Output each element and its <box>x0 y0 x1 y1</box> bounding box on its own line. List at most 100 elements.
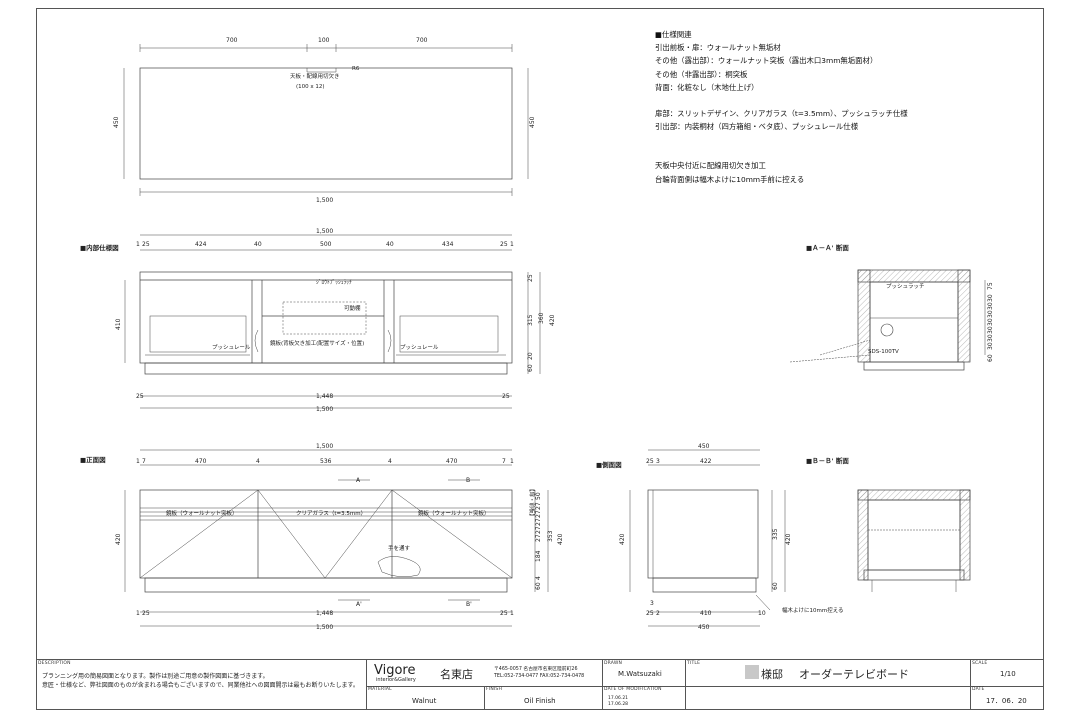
side-dim-1: 3 <box>656 458 660 465</box>
interior-bottom-1: 1,448 <box>316 393 333 400</box>
drawn-label: DRAWN <box>604 661 623 666</box>
front-stack-5: 27 <box>535 534 542 542</box>
section-a-dim-0: 75 <box>987 282 994 290</box>
drawn-cell: DRAWN M.Watsuzaki <box>602 660 685 686</box>
interior-dim-5: 434 <box>442 241 454 248</box>
side-dim-2: 422 <box>700 458 712 465</box>
plan-height-left: 450 <box>113 116 120 128</box>
front-bottom-edge-left: 1 <box>136 610 140 617</box>
front-marker-a: A <box>356 477 361 484</box>
section-a-view <box>789 269 986 371</box>
spec-line-3-1: 天板中央付近に配線用切欠き加工 <box>655 161 766 171</box>
finish-label: FINISH <box>486 687 503 692</box>
side-right-0: 335 <box>772 528 779 540</box>
interior-right-edge: 1 <box>510 241 514 248</box>
front-left-edge: 1 <box>136 458 140 465</box>
scale-cell: SCALE 1/10 <box>970 660 1044 686</box>
front-panel-left: 鏡板（ウォールナット突板） <box>166 509 238 517</box>
spec-title: ■仕様関連 <box>655 30 692 39</box>
company-address: 〒465-0057 名古屋市名東区陸前町26 <box>494 667 578 672</box>
interior-rail-left: プッシュレール <box>212 344 251 351</box>
front-dim-0: 7 <box>142 458 146 465</box>
interior-right-total: 420 <box>549 314 556 326</box>
side-total-top: 450 <box>698 443 710 450</box>
section-a-part: SDS-100TV <box>868 349 899 355</box>
section-a-dim-5: 30 <box>987 326 994 334</box>
front-right-total: 420 <box>557 533 564 545</box>
plan-view <box>123 44 529 196</box>
interior-dim-6: 25 <box>500 241 508 248</box>
interior-movable-shelf: 可動棚 <box>344 304 361 312</box>
title-cell: TITLE 様邸 オーダーテレビボード <box>685 660 970 686</box>
interior-push-latch: ｼﾞﾛｳﾄﾌﾟｯｼｭﾗｯﾁ <box>316 279 352 286</box>
interior-right-0: 25 <box>527 274 534 282</box>
interior-right-mid: 360 <box>538 312 545 324</box>
front-right-mid: 353 <box>547 530 554 542</box>
section-a-dim-3: 30 <box>987 310 994 318</box>
front-stack-1: 27 <box>535 502 542 510</box>
interior-dim-1: 424 <box>195 241 207 248</box>
spec-notes: ■仕様関連 引出前板・扉：ウォールナット無垢材 その他（露出部）：ウォールナット… <box>655 28 995 186</box>
spec-line-1-3: その他（非露出部）：桐突板 <box>655 69 748 79</box>
side-bottom-3: 10 <box>758 610 766 617</box>
spec-line-1-1: 引出前板・扉：ウォールナット無垢材 <box>655 43 781 53</box>
plan-cable-r: R6 <box>352 66 360 72</box>
material-cell: MATERIAL Walnut <box>366 686 484 711</box>
front-marker-b2: B' <box>466 601 472 608</box>
section-a-dim-2: 30 <box>987 302 994 310</box>
section-b-view <box>857 489 971 592</box>
front-stack-2: 27 <box>535 510 542 518</box>
section-a-dim-7: 30 <box>987 342 994 350</box>
plan-cable-size: (100 x 12) <box>296 84 325 90</box>
side-bottom-2: 410 <box>700 610 712 617</box>
front-panel-right: 鏡板（ウォールナット突板） <box>418 509 490 517</box>
interior-left-edge: 1 <box>136 241 140 248</box>
spec-line-2-1: 扉部：スリットデザイン、クリアガラス（t=3.5mm）、プッシュラッチ仕様 <box>655 109 908 119</box>
section-a-heading: ■Ａ－Ａ' 断面 <box>806 243 849 252</box>
title-suffix: 様邸 <box>761 668 783 681</box>
interior-bottom-0: 25 <box>136 393 144 400</box>
finish-value: Oil Finish <box>524 697 556 705</box>
front-dim-3: 536 <box>320 458 332 465</box>
description-line-2: 意匠・仕様など、弊社図面のものが含まれる場合もございますので、同業他社への図面開… <box>42 682 359 689</box>
plan-cable-note: 天板・配線用切欠き <box>290 72 340 80</box>
spec-line-3-2: 台輪背面側は幅木よけに10mm手前に控える <box>655 174 805 184</box>
spec-line-2-2: 引出部：内装桐材（四方箱組・ベタ底）、プッシュレール仕様 <box>655 122 859 132</box>
section-a-dim-8: 60 <box>987 354 994 362</box>
plan-dim-center: 100 <box>318 37 330 44</box>
front-height: 420 <box>115 533 122 545</box>
front-panel-center: クリアガラス（t=3.5mm） <box>296 509 366 517</box>
company-cell: Vigore interior&Gallery 名東店 〒465-0057 名古… <box>366 660 602 686</box>
interior-right-2: 20 <box>527 352 534 360</box>
title-label: TITLE <box>687 661 701 666</box>
section-a-push-latch: プッシュラッチ <box>886 283 925 290</box>
front-view <box>124 449 549 627</box>
side-height: 420 <box>619 533 626 545</box>
side-heading: ■側面図 <box>596 460 622 469</box>
front-stack-3: 27 <box>535 518 542 526</box>
front-pass-note: 手を通す <box>388 544 411 552</box>
finish-cell: FINISH Oil Finish <box>484 686 602 711</box>
section-a-dim-1: 30 <box>987 294 994 302</box>
interior-dim-0: 25 <box>142 241 150 248</box>
front-side-note: 【扉・前板】 <box>528 486 536 519</box>
side-bottom-small: 3 <box>650 600 654 607</box>
scale-value: 1/10 <box>1000 670 1016 678</box>
company-logo: Vigore <box>374 663 416 678</box>
drawn-value: M.Watsuzaki <box>618 670 662 678</box>
plan-dim-right: 700 <box>416 37 428 44</box>
description-label: DESCRIPTION <box>38 661 71 666</box>
front-stack-7: 4 <box>535 576 542 580</box>
front-dim-1: 470 <box>195 458 207 465</box>
front-bottom-1: 1,448 <box>316 610 333 617</box>
spec-line-1-4: 背面：化粧なし（木地仕上げ） <box>655 82 759 92</box>
date-label: DATE <box>972 687 985 692</box>
front-bottom-0: 25 <box>142 610 150 617</box>
front-bottom-2: 25 <box>500 610 508 617</box>
drawing-title: オーダーテレビボード <box>799 668 909 681</box>
front-dim-6: 7 <box>502 458 506 465</box>
front-stack-6: 184 <box>535 550 542 562</box>
date-value: 17．06．20 <box>986 697 1027 705</box>
side-note: 幅木よけに10mm控える <box>782 606 844 614</box>
plan-dim-left: 700 <box>226 37 238 44</box>
